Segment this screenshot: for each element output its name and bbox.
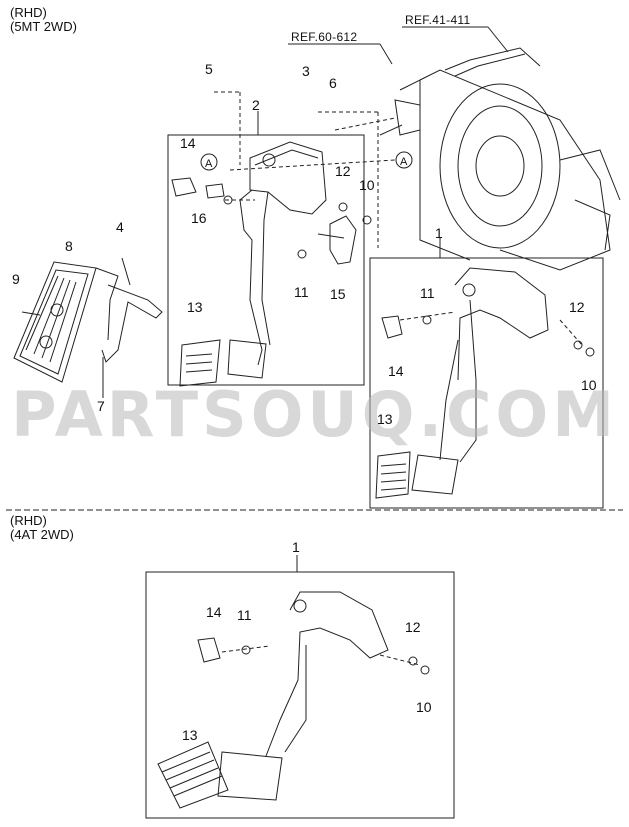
part-12-mid: 12	[569, 299, 585, 315]
part-14-top: 14	[180, 135, 196, 151]
part-11-bottom: 11	[237, 607, 252, 623]
part-3: 3	[302, 63, 310, 79]
box-clutch-brake-pedal	[167, 134, 365, 386]
section-top-line1: (RHD)	[10, 5, 47, 20]
section-bottom-line2: (4AT 2WD)	[10, 527, 74, 542]
section-bottom-line1: (RHD)	[10, 513, 47, 528]
brake-pedal-5mt	[375, 267, 595, 499]
part-16: 16	[191, 210, 207, 226]
part-14-mid: 14	[388, 363, 404, 379]
part-11-top: 11	[294, 284, 309, 300]
part-4: 4	[116, 219, 124, 235]
clutch-pedal-assembly	[171, 141, 372, 387]
section-top-line2: (5MT 2WD)	[10, 19, 77, 34]
brake-booster-body	[379, 47, 621, 271]
part-10-mid: 10	[581, 377, 597, 393]
part-6: 6	[329, 75, 337, 91]
watermark: PARTSOUQ.COM	[11, 378, 618, 451]
part-5: 5	[205, 61, 213, 77]
part-1-bottom: 1	[292, 539, 300, 555]
ref-60-612: REF.60-612	[291, 30, 358, 44]
part-2: 2	[252, 97, 260, 113]
part-13-top: 13	[187, 299, 203, 315]
part-10-top: 10	[359, 177, 375, 193]
ref-41-411: REF.41-411	[405, 13, 471, 27]
part-14-bottom: 14	[206, 604, 222, 620]
box-brake-pedal-4at	[145, 571, 455, 819]
part-15: 15	[330, 286, 346, 302]
box-brake-pedal-5mt	[369, 257, 604, 509]
part-8: 8	[65, 238, 73, 254]
callout-a-left: A	[205, 158, 213, 170]
part-10-bottom: 10	[416, 699, 432, 715]
part-13-bottom: 13	[182, 727, 198, 743]
part-11-mid: 11	[420, 285, 435, 301]
part-12-top: 12	[335, 163, 351, 179]
brake-pedal-4at	[157, 591, 430, 809]
part-13-mid: 13	[377, 411, 393, 427]
part-12-bottom: 12	[405, 619, 421, 635]
part-7: 7	[97, 398, 105, 414]
callout-a-right: A	[400, 156, 408, 168]
part-9: 9	[12, 271, 20, 287]
accelerator-pedal	[13, 257, 163, 398]
part-1-top: 1	[435, 225, 443, 241]
